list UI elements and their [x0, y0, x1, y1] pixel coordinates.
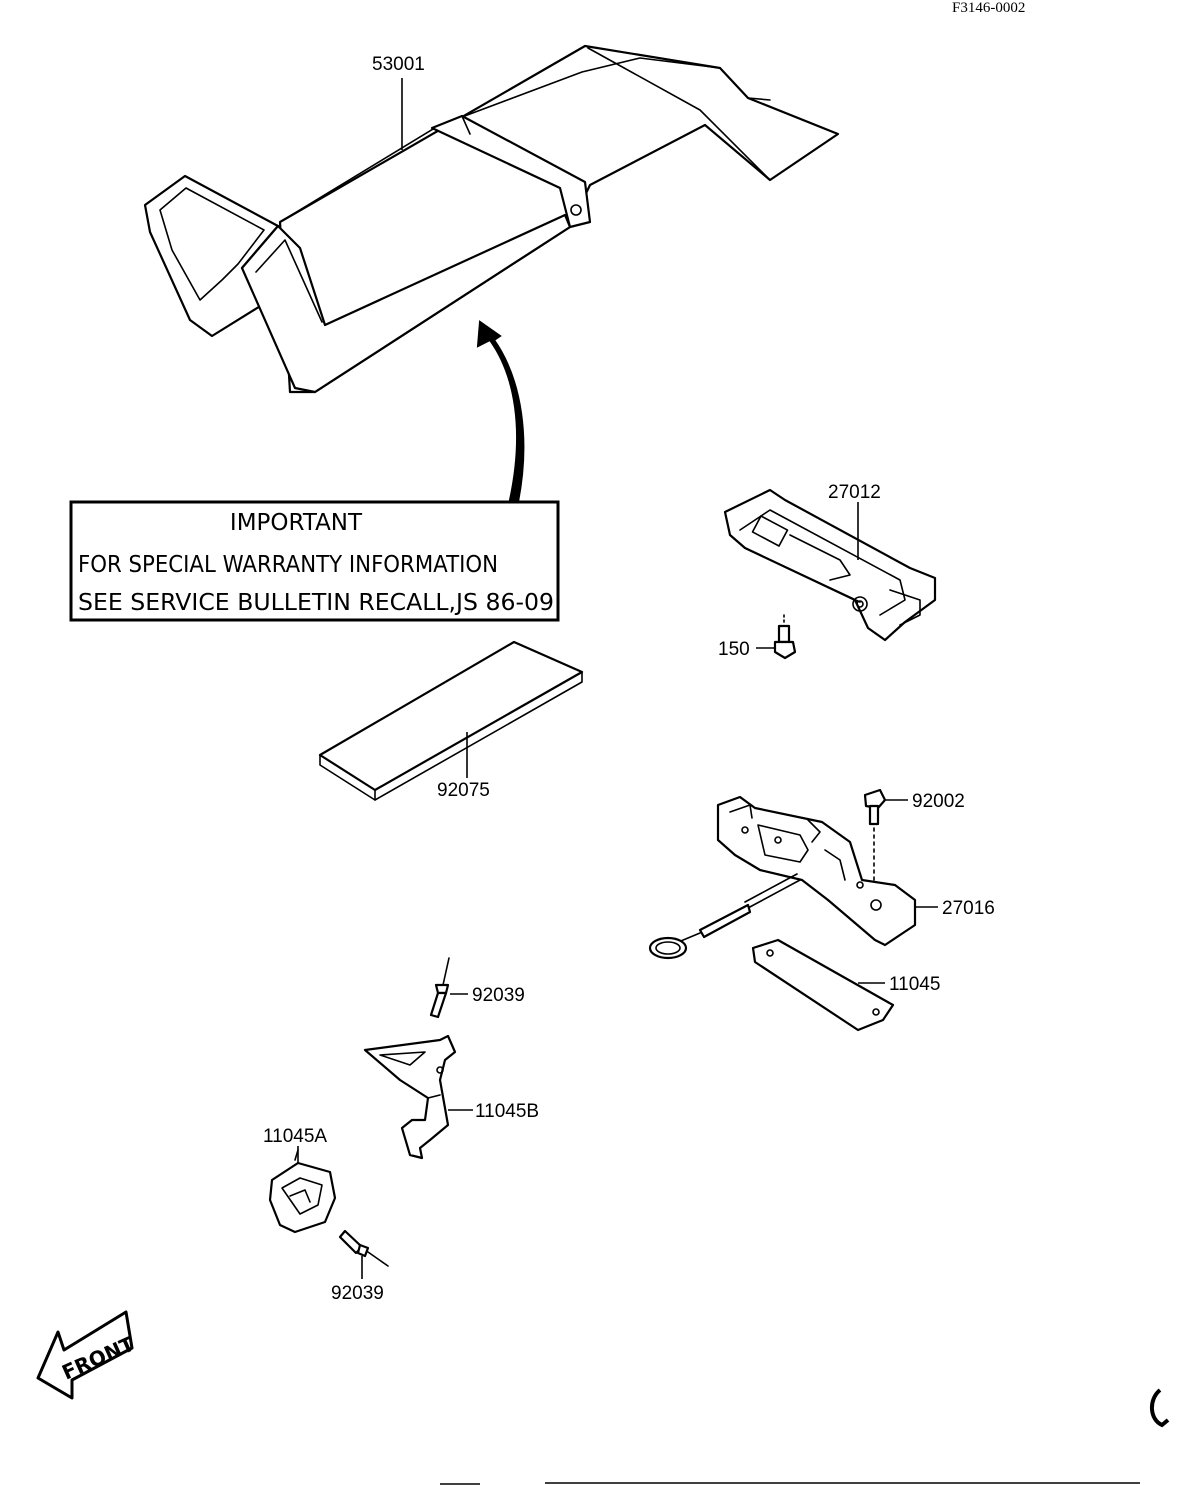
clip-11045A	[268, 1149, 337, 1234]
label-92002: 92002	[912, 791, 965, 812]
label-150: 150	[718, 639, 750, 660]
label-92075: 92075	[437, 780, 490, 801]
bolt-150	[773, 614, 797, 660]
rivet-92039-bottom	[338, 1229, 389, 1267]
label-92039-top: 92039	[472, 985, 525, 1006]
seat-53001	[143, 44, 840, 394]
bracket-11045B	[363, 1034, 457, 1160]
label-53001: 53001	[372, 54, 425, 75]
arrow-to-seat	[476, 320, 525, 504]
label-11045: 11045	[889, 974, 940, 995]
important-notice-box: IMPORTANT FOR SPECIAL WARRANTY INFORMATI…	[69, 500, 560, 622]
notice-line-2: SEE SERVICE BULLETIN RECALL,JS 86-09	[78, 590, 554, 616]
label-92039-bottom: 92039	[331, 1283, 384, 1304]
label-11045A: 11045A	[263, 1126, 327, 1147]
plate-11045	[751, 938, 895, 1032]
label-27016: 27016	[942, 898, 995, 919]
bolt-92002	[863, 788, 887, 881]
diagram-id: F3146-0002	[952, 0, 1025, 16]
notice-heading: IMPORTANT	[230, 510, 363, 536]
hinge-27016	[648, 795, 917, 960]
notice-line-1: FOR SPECIAL WARRANTY INFORMATION	[78, 552, 498, 578]
label-11045B: 11045B	[475, 1101, 539, 1122]
edge-bracket-mark	[1150, 1388, 1170, 1428]
latch-27012	[723, 488, 937, 642]
rivet-92039-top	[429, 957, 450, 1019]
pad-92075	[318, 640, 584, 801]
front-direction-marker: FRONT	[36, 1310, 138, 1400]
label-27012: 27012	[828, 482, 881, 503]
